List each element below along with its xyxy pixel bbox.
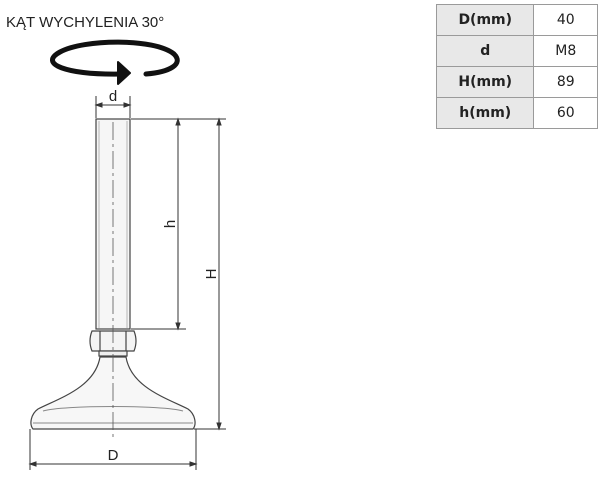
spec-value: 60 xyxy=(533,97,598,129)
tilt-angle-label: KĄT WYCHYLENIA 30° xyxy=(6,14,164,31)
spec-row: h(mm) 60 xyxy=(435,97,598,129)
dimension-d-label: d xyxy=(109,88,117,105)
dimension-H-label: H xyxy=(203,269,220,280)
dimension-H xyxy=(131,117,226,431)
spec-row: D(mm) 40 xyxy=(435,4,598,36)
dimension-D-label: D xyxy=(108,447,119,464)
spec-table: D(mm) 40 d M8 H(mm) 89 h(mm) 60 xyxy=(435,4,598,129)
spec-value: M8 xyxy=(533,35,598,67)
spec-row: d M8 xyxy=(435,35,598,67)
rotation-arrow-icon xyxy=(50,39,180,85)
dimension-d xyxy=(94,96,132,118)
dimension-h-label: h xyxy=(162,220,179,228)
spec-key: H(mm) xyxy=(435,66,535,98)
dimension-D xyxy=(28,429,198,470)
spec-value: 89 xyxy=(533,66,598,98)
spec-value: 40 xyxy=(533,4,598,36)
spec-key: h(mm) xyxy=(435,97,535,129)
spec-key: D(mm) xyxy=(435,4,535,36)
spec-row: H(mm) 89 xyxy=(435,66,598,98)
spec-key: d xyxy=(435,35,535,67)
